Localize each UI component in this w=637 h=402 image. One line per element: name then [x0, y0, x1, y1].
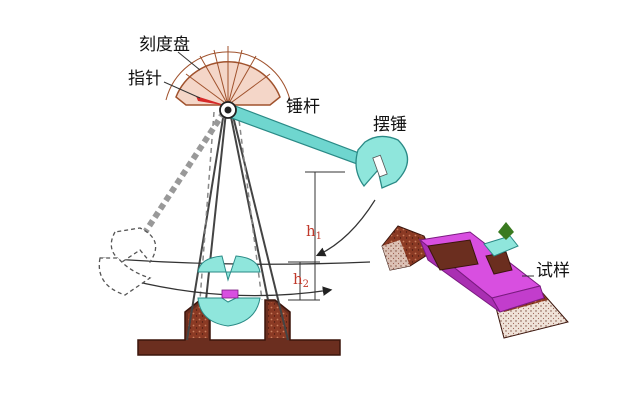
- h2-label: h2: [293, 270, 309, 290]
- fall-arrow: [315, 199, 376, 257]
- swing-trajectory: [99, 257, 371, 265]
- hammer-rod-label: 锤杆: [286, 97, 320, 117]
- dial-label: 刻度盘: [139, 35, 190, 55]
- pointer-needle: [196, 96, 228, 106]
- pointer-label: 指针: [128, 69, 162, 89]
- h1-label: h1: [306, 222, 322, 242]
- pendulum-hammer-label: 摆锤: [373, 115, 407, 135]
- specimen-label: 试样: [536, 261, 570, 281]
- specimen-on-machine: [221, 289, 239, 299]
- pendulum-hammer: [355, 135, 409, 189]
- pointer-leader: [163, 81, 201, 99]
- hammer-lowest: [197, 255, 261, 327]
- ghost-pendulum: [98, 110, 227, 296]
- specimen-detail: [381, 222, 569, 339]
- dial-leader: [177, 51, 201, 71]
- pivot: [219, 101, 237, 119]
- dial: [165, 46, 291, 106]
- machine-frame: [186, 111, 289, 341]
- height-lines: [288, 171, 345, 301]
